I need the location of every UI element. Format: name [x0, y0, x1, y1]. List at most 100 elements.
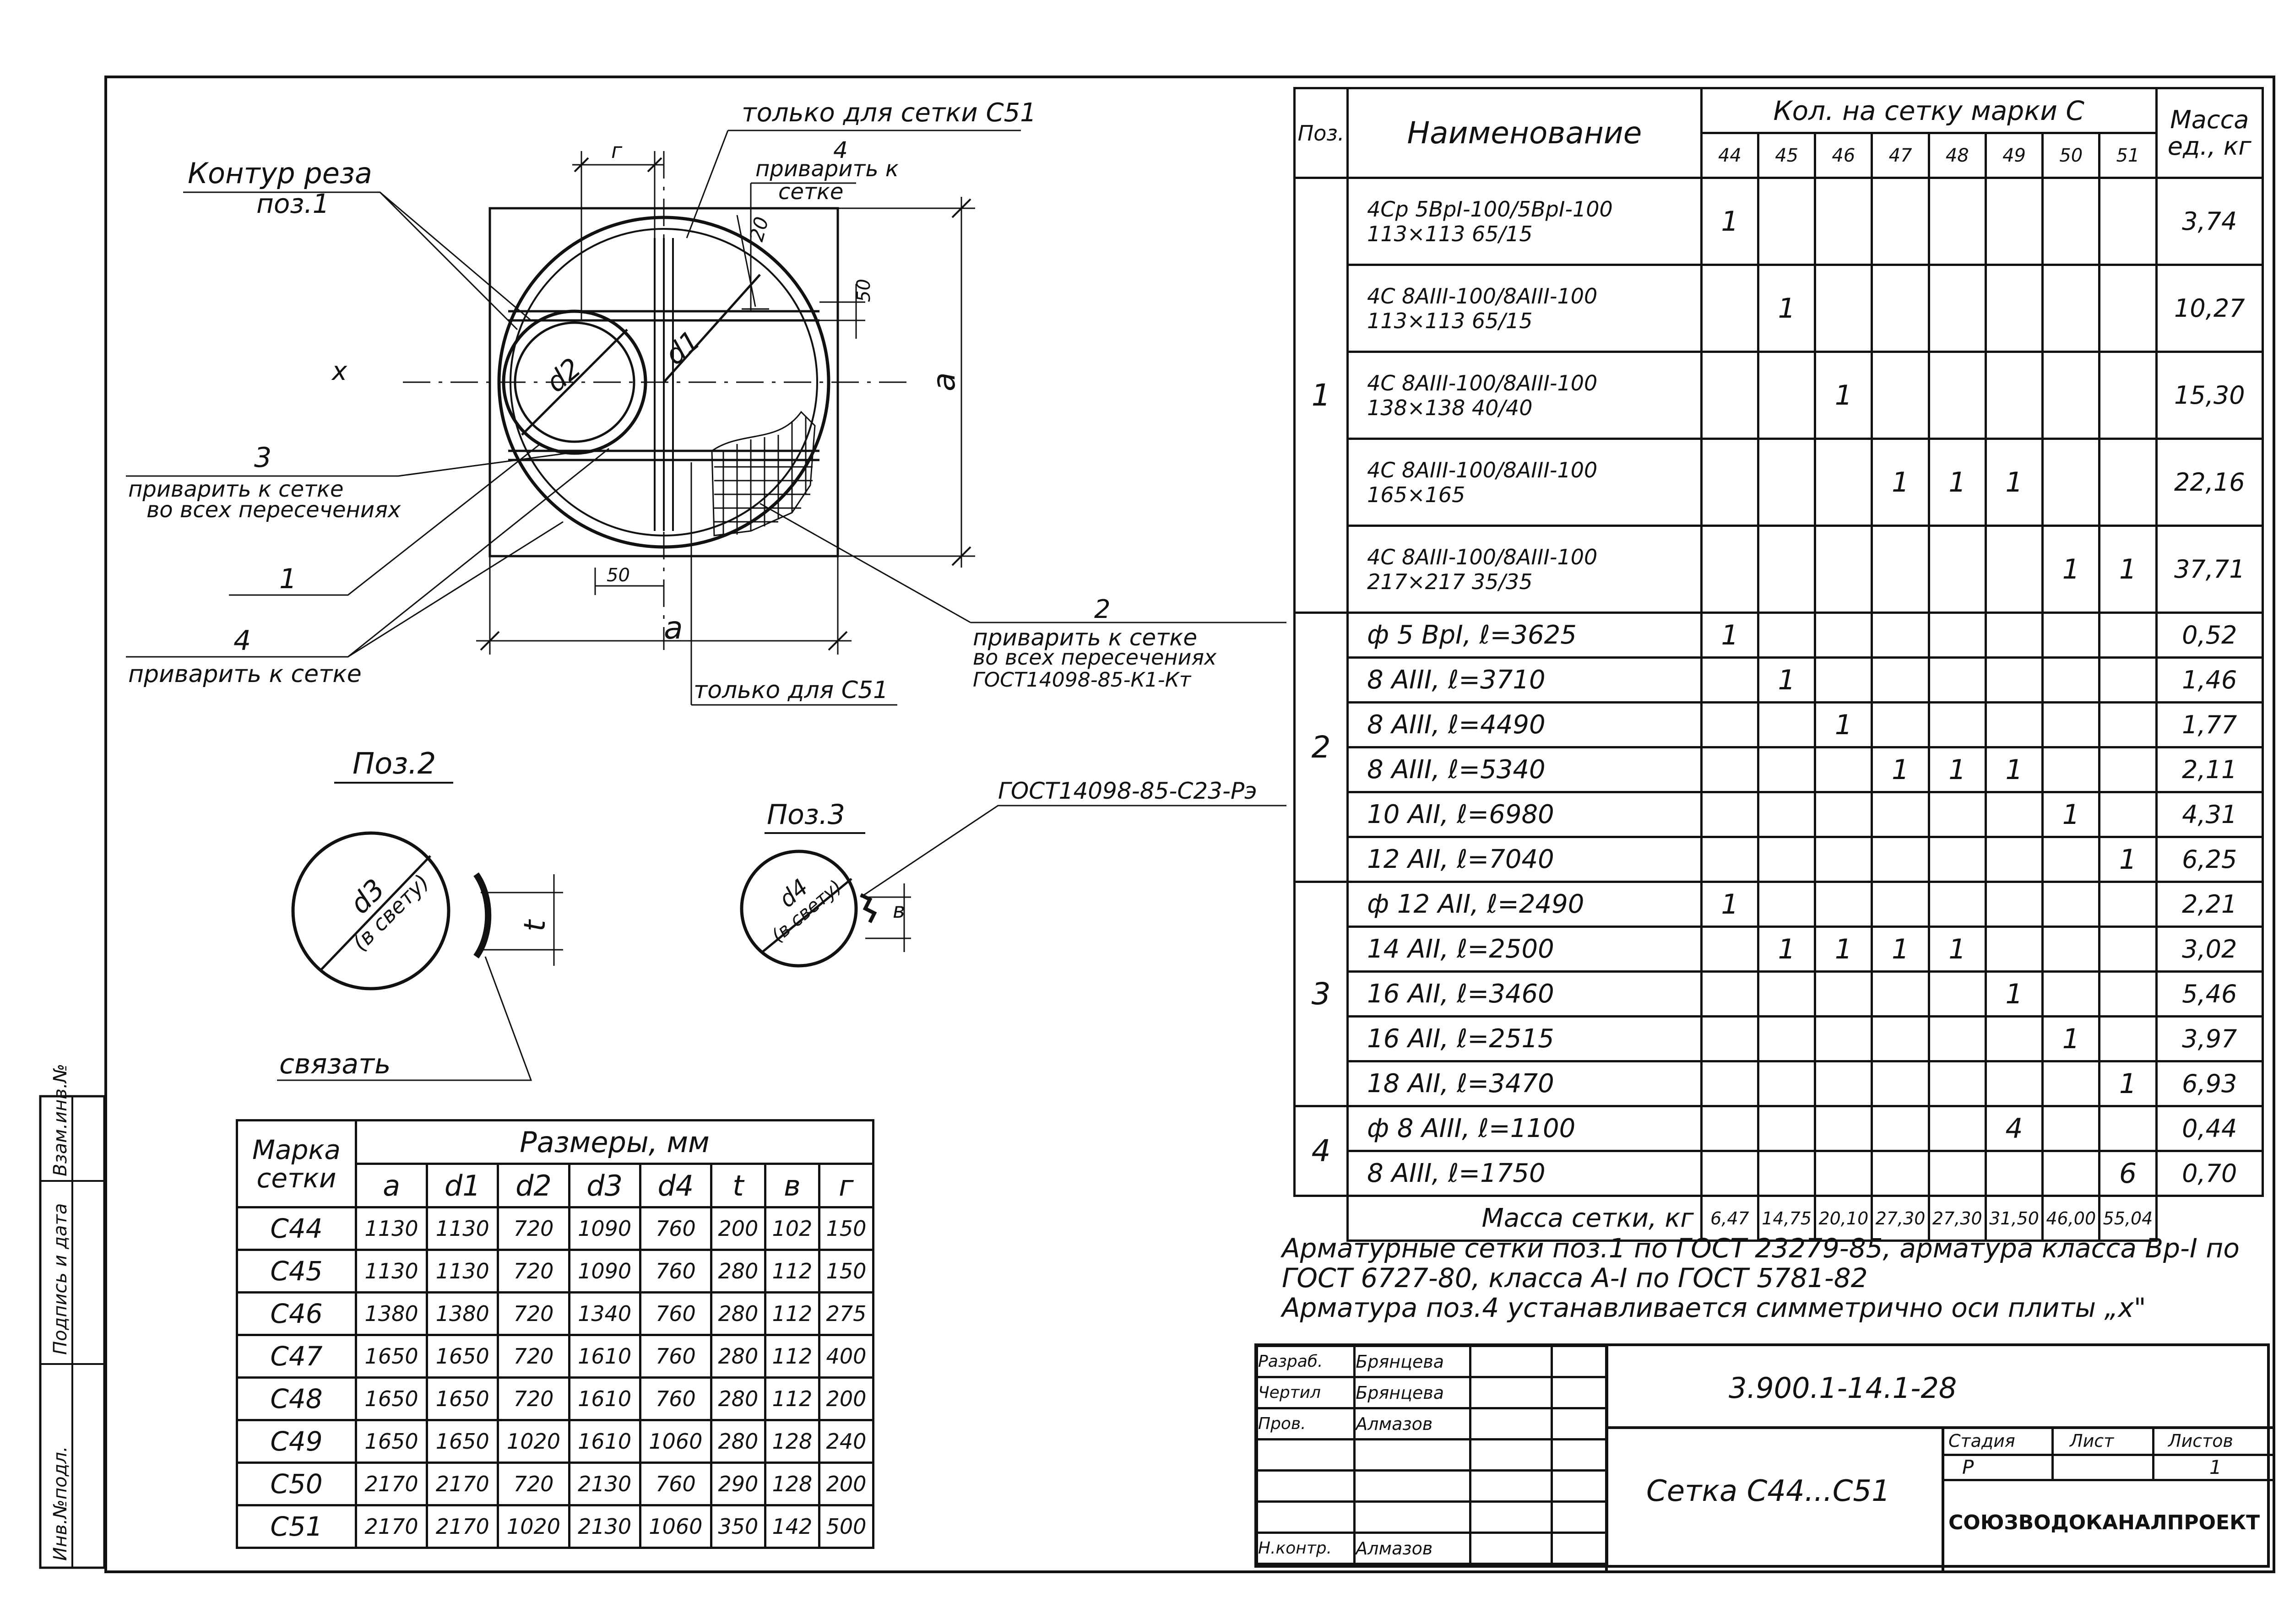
spec-qty — [2098, 746, 2158, 793]
spec-qty — [1927, 351, 1987, 440]
spec-qty: 1 — [1757, 926, 1817, 973]
spec-qty — [1757, 836, 1817, 883]
spec-qty — [1927, 970, 1987, 1018]
dims-value: 112 — [764, 1291, 820, 1336]
dims-value: 1130 — [426, 1249, 499, 1294]
spec-qty — [1700, 926, 1760, 973]
spec-qty — [1984, 525, 2044, 614]
spec-qty — [2098, 926, 2158, 973]
dims-value: 142 — [764, 1504, 820, 1549]
tb-date — [1551, 1345, 1608, 1378]
tb-role: Чертил — [1255, 1376, 1356, 1409]
dims-value: 1650 — [354, 1419, 429, 1464]
spec-name: 12 АII, ℓ=7040 — [1346, 836, 1703, 883]
spec-name: 16 АII, ℓ=2515 — [1346, 1015, 1703, 1062]
spec-qty — [1871, 177, 1930, 266]
spec-qty — [1757, 1060, 1817, 1107]
detail3-b: в — [893, 898, 905, 923]
dims-col-header: d4 — [639, 1163, 712, 1208]
spec-qty — [2098, 791, 2158, 838]
spec-qty — [1814, 525, 1873, 614]
spec-qty — [1757, 1015, 1817, 1062]
spec-qty — [1700, 525, 1760, 614]
spec-qty — [1984, 656, 2044, 704]
detail2-tie: связать — [279, 1048, 391, 1080]
spec-qty — [1871, 656, 1930, 704]
spec-qty: 1 — [1871, 438, 1930, 527]
dims-value: 200 — [710, 1206, 766, 1251]
spec-qty — [1814, 1105, 1873, 1152]
dims-value: 1610 — [568, 1419, 641, 1464]
spec-mark: 50 — [2041, 132, 2101, 179]
tb-name: Алмазов — [1353, 1532, 1472, 1565]
spec-qty — [1927, 701, 1987, 748]
detail3-title: Поз.3 — [767, 799, 845, 831]
spec-qty — [1757, 612, 1817, 659]
spec-qty — [1871, 1150, 1930, 1197]
spec-qty — [1814, 836, 1873, 883]
spec-name: 10 АII, ℓ=6980 — [1346, 791, 1703, 838]
dims-col-header: a — [354, 1163, 429, 1208]
spec-pos: 2 — [1293, 612, 1349, 883]
spec-name: 4С 8АIII-100/8АIII-100 165×165 — [1346, 438, 1703, 527]
tb-signature — [1469, 1532, 1553, 1565]
spec-mass: 1,46 — [2155, 656, 2264, 704]
spec-qty — [2041, 177, 2101, 266]
tb-date — [1551, 1376, 1608, 1409]
spec-qty — [2041, 970, 2101, 1018]
spec-qty — [1871, 351, 1930, 440]
dims-value: 1650 — [426, 1376, 499, 1421]
spec-header-name: Наименование — [1346, 87, 1703, 179]
spec-qty — [2041, 656, 2101, 704]
spec-qty — [2041, 746, 2101, 793]
spec-mass: 0,44 — [2155, 1105, 2264, 1152]
spec-mass: 6,25 — [2155, 836, 2264, 883]
spec-qty — [2098, 612, 2158, 659]
dims-value: 400 — [818, 1334, 875, 1379]
dim-d1: d1 — [659, 325, 706, 372]
spec-name: ф 8 АIII, ℓ=1100 — [1346, 1105, 1703, 1152]
dims-value: 128 — [764, 1419, 820, 1464]
tb-signature — [1469, 1469, 1553, 1503]
spec-mass: 4,31 — [2155, 791, 2264, 838]
spec-qty: 1 — [1700, 881, 1760, 928]
detail3-ring — [740, 850, 858, 968]
spec-qty — [2098, 438, 2158, 527]
spec-qty — [1700, 264, 1760, 353]
dims-value: 720 — [497, 1291, 570, 1336]
spec-total: 46,00 — [2041, 1195, 2101, 1242]
spec-qty: 1 — [1927, 438, 1987, 527]
dims-col-header: г — [818, 1163, 875, 1208]
dims-value: 200 — [818, 1462, 875, 1506]
spec-qty — [1927, 1015, 1987, 1062]
dims-value: 1090 — [568, 1206, 641, 1251]
spec-qty: 6 — [2098, 1150, 2158, 1197]
spec-qty — [2098, 177, 2158, 266]
table-row: Разраб.Брянцева — [1255, 1345, 1608, 1378]
spec-qty — [1927, 1105, 1987, 1152]
spec-qty — [1757, 746, 1817, 793]
spec-qty — [1984, 1150, 2044, 1197]
side-vzam: Взам.инв.№ — [50, 1064, 71, 1176]
spec-qty — [2041, 351, 2101, 440]
sheets-value: 1 — [2209, 1456, 2222, 1478]
spec-qty — [2098, 351, 2158, 440]
spec-qty: 1 — [1984, 746, 2044, 793]
spec-total: 31,50 — [1984, 1195, 2044, 1242]
spec-qty — [1927, 177, 1987, 266]
spec-qty — [1814, 1060, 1873, 1107]
spec-qty — [1927, 525, 1987, 614]
spec-qty — [1814, 656, 1873, 704]
dims-value: 760 — [639, 1376, 712, 1421]
spec-qty — [1757, 791, 1817, 838]
spec-qty — [1927, 836, 1987, 883]
dim-d2: d2 — [540, 352, 587, 399]
spec-qty: 1 — [1814, 701, 1873, 748]
